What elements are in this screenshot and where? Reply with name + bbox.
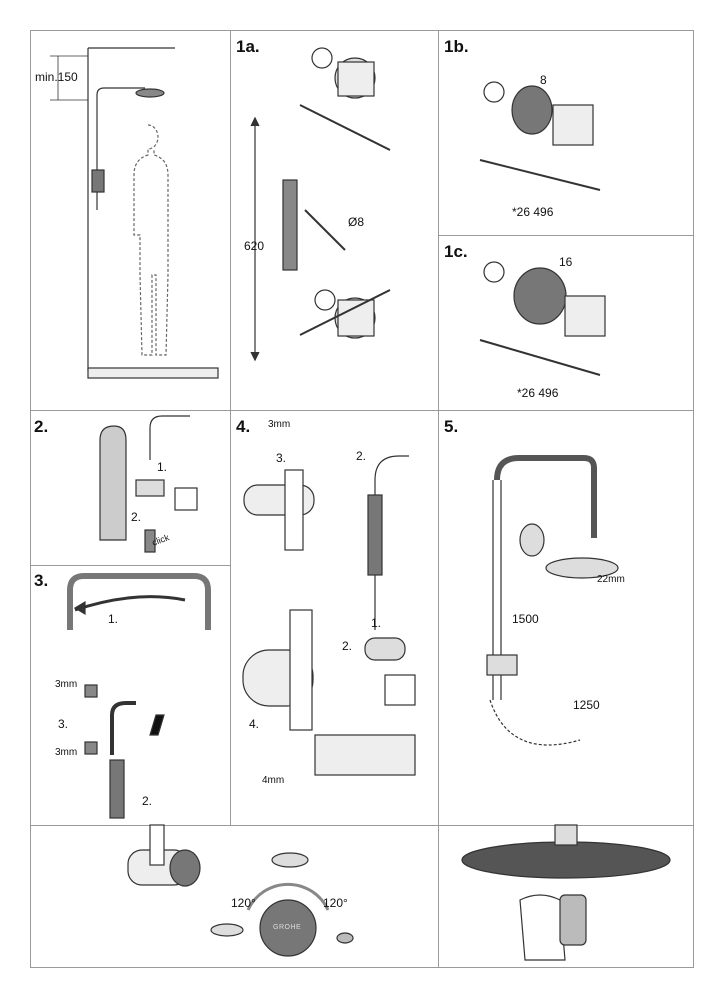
divider xyxy=(438,30,439,968)
spout-step3-illustration xyxy=(67,573,211,819)
substep-1-label: 1. xyxy=(108,612,119,626)
spacer-1c-illustration xyxy=(479,261,606,376)
divider xyxy=(30,565,230,566)
spacer-8-label: 8 xyxy=(540,73,547,87)
grohe-logo: GROHE xyxy=(273,924,302,931)
instruction-sheet-frame xyxy=(30,30,694,968)
thermostat-step4-illustration xyxy=(242,455,416,776)
rotation-angle-label: 120° xyxy=(323,896,348,910)
step-1c-label: 1c. xyxy=(444,242,468,261)
divider xyxy=(30,825,694,826)
divider xyxy=(30,410,694,411)
substep-2-label: 2. xyxy=(342,639,353,653)
divider xyxy=(230,30,231,825)
step-4-label: 4. xyxy=(236,417,251,436)
shower-system-step5-illustration xyxy=(486,455,619,746)
diverter-illustration xyxy=(127,824,354,957)
spacer-1b-illustration xyxy=(479,81,601,191)
part-number-label: *26 496 xyxy=(512,205,554,219)
mount-step2-illustration xyxy=(99,415,198,553)
rotation-angle-label: 120° xyxy=(231,896,256,910)
part-number-label: *26 496 xyxy=(517,386,559,400)
hose-length-label: 1500 xyxy=(512,612,539,626)
step-5-label: 5. xyxy=(444,417,459,436)
step-3-label: 3. xyxy=(34,571,49,590)
step-2-label: 2. xyxy=(34,417,49,436)
step-1b-label: 1b. xyxy=(444,37,469,56)
drill-size-label: Ø8 xyxy=(348,215,365,229)
substep-4-label: 4. xyxy=(249,717,260,731)
head-cleaning-illustration xyxy=(461,824,671,961)
substep-1-label: 1. xyxy=(371,616,382,630)
divider xyxy=(438,235,694,236)
wrench-size-label: 3mm xyxy=(55,747,78,758)
nut-size-label: 22mm xyxy=(597,574,625,585)
substep-1-label: 1. xyxy=(157,460,168,474)
hose-length-label: 1250 xyxy=(573,698,600,712)
min-height-label: min.150 xyxy=(35,70,78,84)
step-1a-label: 1a. xyxy=(236,37,260,56)
substep-3-label: 3. xyxy=(276,451,287,465)
height-620-label: 620 xyxy=(244,239,265,253)
substep-2-label: 2. xyxy=(356,449,367,463)
substep-2-label: 2. xyxy=(142,794,153,808)
substep-3-label: 3. xyxy=(58,717,69,731)
shower-overview-illustration xyxy=(50,47,219,379)
wrench-size-label: 3mm xyxy=(55,679,78,690)
spacer-16-label: 16 xyxy=(559,255,573,269)
substep-2-label: 2. xyxy=(131,510,142,524)
wrench-size-label: 4mm xyxy=(262,775,285,786)
wrench-size-label: 3mm xyxy=(268,419,291,430)
wall-mount-1a-illustration xyxy=(250,47,391,362)
